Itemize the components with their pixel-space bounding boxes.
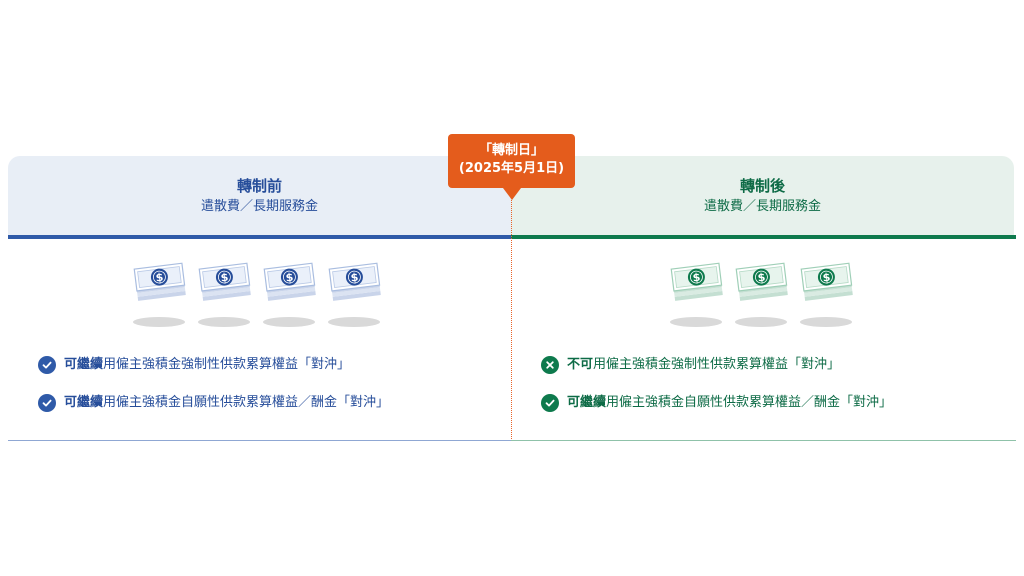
before-item-1-strong: 可繼續 <box>64 357 104 372</box>
after-item-2-strong: 可繼續 <box>567 395 607 410</box>
after-item-2: 可繼續用僱主強積金自願性供款累算權益／酬金「對沖」 <box>541 393 892 413</box>
before-item-2-text: 用僱主強積金自願性供款累算權益／酬金「對沖」 <box>103 395 390 410</box>
before-item-1: 可繼續用僱主強積金強制性供款累算權益「對沖」 <box>38 355 350 375</box>
after-item-2-text: 用僱主強積金自願性供款累算權益／酬金「對沖」 <box>606 395 893 410</box>
dollar-bill-stack-icon <box>668 262 728 328</box>
before-subtitle: 遣散費／長期服務金 <box>200 199 318 214</box>
before-panel-header: 轉制前 遣散費／長期服務金 <box>8 156 511 235</box>
callout-pointer <box>503 188 521 200</box>
after-bottom-rule <box>511 440 1016 441</box>
after-subtitle: 遣散費／長期服務金 <box>703 199 821 214</box>
after-item-1: 不可用僱主強積金強制性供款累算權益「對沖」 <box>541 355 840 375</box>
after-item-1-text: 用僱主強積金強制性供款累算權益「對沖」 <box>593 357 841 372</box>
check-icon <box>38 356 56 374</box>
cross-icon <box>541 356 559 374</box>
before-bottom-rule <box>8 440 511 441</box>
transition-divider <box>511 200 512 441</box>
check-icon <box>38 394 56 412</box>
dollar-bill-stack-icon <box>196 262 256 328</box>
dollar-bill-stack-icon <box>733 262 793 328</box>
after-accent-bar <box>511 235 1016 239</box>
callout-title: 「轉制日」 <box>478 143 544 158</box>
dollar-bill-stack-icon <box>326 262 386 328</box>
before-item-2-strong: 可繼續 <box>64 395 104 410</box>
after-title: 轉制後 <box>739 177 785 195</box>
dollar-bill-stack-icon <box>131 262 191 328</box>
dollar-bill-stack-icon <box>798 262 858 328</box>
dollar-bill-stack-icon <box>261 262 321 328</box>
callout-date: (2025年5月1日) <box>458 161 565 176</box>
after-item-1-strong: 不可 <box>567 357 594 372</box>
before-item-1-text: 用僱主強積金強制性供款累算權益「對沖」 <box>103 357 351 372</box>
check-icon <box>541 394 559 412</box>
transition-date-callout: 「轉制日」 (2025年5月1日) <box>448 134 575 188</box>
before-accent-bar <box>8 235 511 239</box>
after-panel-header: 轉制後 遣散費／長期服務金 <box>511 156 1014 235</box>
before-title: 轉制前 <box>236 177 282 195</box>
before-item-2: 可繼續用僱主強積金自願性供款累算權益／酬金「對沖」 <box>38 393 389 413</box>
